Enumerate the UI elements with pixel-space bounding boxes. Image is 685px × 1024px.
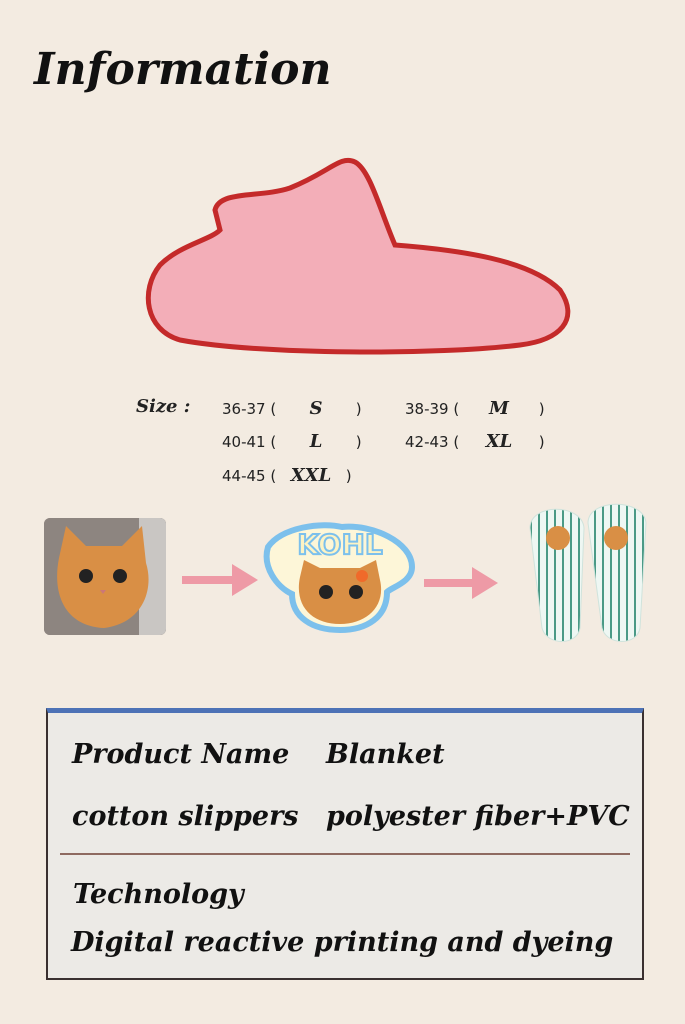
size-label: Size : [136,396,191,417]
size-entry-xxl: 44-45 ( XXL ) [222,465,352,486]
printed-slippers-photo [529,503,647,642]
size-entry-s: 36-37 ( S ) [222,398,362,419]
product-name-value: cotton slippers [72,801,299,832]
technology-label: Technology [73,879,244,910]
material-value: polyester fiber+PVC [326,801,630,832]
divider [60,853,630,855]
technology-value: Digital reactive printing and dyeing [71,927,614,958]
sticker-text: KOHL [297,528,383,561]
arrow-right-icon-2 [424,567,498,599]
product-name-label: Product Name [72,739,290,770]
product-info-box: Product Name Blanket cotton slippers pol… [46,708,644,980]
cat-photo [44,518,166,635]
blanket-label: Blanket [326,739,445,770]
cat-sticker-illustration: KOHL [263,522,416,634]
arrow-right-icon [182,564,258,596]
size-entry-l: 40-41 ( L ) [222,431,362,452]
size-entry-m: 38-39 ( M ) [405,398,545,419]
slipper-outline-illustration [145,158,571,355]
page-title: Information [34,44,332,95]
size-entry-xl: 42-43 ( XL ) [405,431,545,452]
